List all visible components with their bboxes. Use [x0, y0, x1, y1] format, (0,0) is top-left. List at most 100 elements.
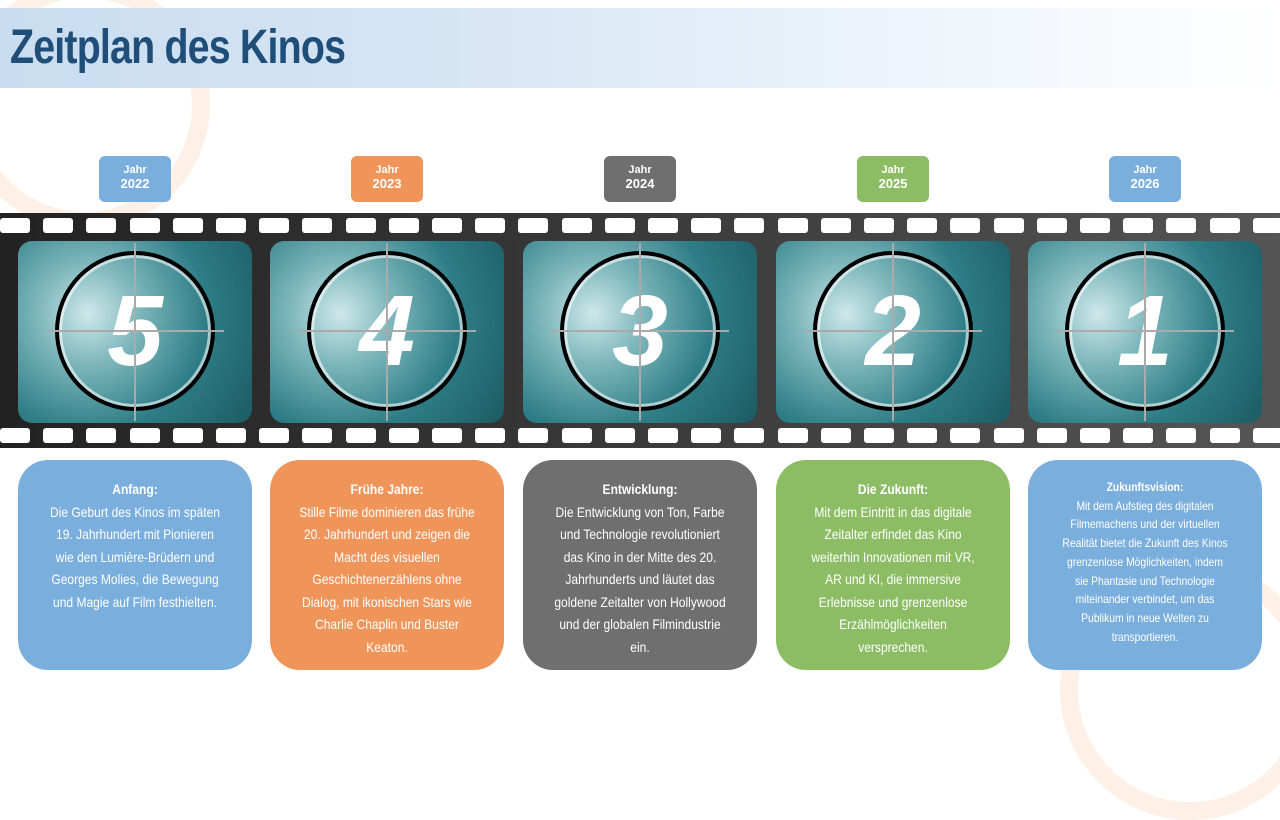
card-text-line: Die Geburt des Kinos im späten: [50, 503, 220, 520]
card-text-line: goldene Zeitalter von Hollywood: [554, 593, 726, 610]
sprocket-hole: [216, 428, 246, 443]
card-text-line: das Kino in der Mitte des 20.: [563, 548, 717, 565]
card-text-line: 19. Jahrhundert mit Pionieren: [56, 526, 214, 542]
sprocket-hole: [129, 218, 160, 233]
sprocket-hole: [388, 218, 419, 233]
sprocket-hole: [1252, 218, 1280, 233]
sprocket-hole: [259, 428, 290, 443]
year-value: 2023: [372, 176, 402, 191]
sprocket-hole: [345, 218, 376, 233]
sprocket-hole: [734, 428, 765, 443]
year-label: Jahr: [1133, 164, 1157, 176]
sprocket-hole: [86, 218, 117, 233]
card-text-line: Die Entwicklung von Ton, Farbe: [555, 503, 725, 520]
sprocket-hole: [216, 218, 246, 233]
title-banner: [0, 8, 1280, 88]
card-text-line: und Technologie revolutioniert: [560, 526, 720, 542]
card-text-line: ein.: [630, 638, 650, 655]
timeline-card: Entwicklung: Die Entwicklung von Ton, Far…: [523, 460, 757, 670]
sprocket-hole: [388, 428, 419, 443]
card-text-line: und Magie auf Film festhielten.: [53, 593, 217, 610]
sprocket-hole: [950, 428, 981, 443]
timeline-card: Die Zukunft:Mit dem Eintritt in das digi…: [776, 460, 1010, 670]
card-text-line: Jahrhunderts und läutet das: [565, 571, 715, 587]
sprocket-hole: [432, 428, 462, 443]
year-label: Jahr: [881, 164, 905, 176]
sprocket-hole: [864, 218, 894, 233]
card-text-line: Charlie Chaplin und Buster: [315, 616, 459, 632]
sprocket-hole: [907, 218, 938, 233]
countdown-frame: 3: [523, 241, 757, 423]
card-text-line: Erzählmöglichkeiten: [839, 616, 947, 632]
sprocket-hole: [648, 218, 678, 233]
sprocket-hole: [129, 428, 160, 443]
sprocket-hole: [777, 218, 808, 233]
sprocket-hole: [561, 428, 592, 443]
sprocket-hole: [648, 428, 678, 443]
sprocket-hole: [1166, 428, 1197, 443]
sprocket-hole: [993, 428, 1024, 443]
sprocket-hole: [1209, 218, 1240, 233]
card-text-line: Mit dem Eintritt in das digitale: [814, 503, 972, 520]
sprocket-hole: [1036, 428, 1067, 443]
year-value: 2025: [878, 176, 908, 191]
sprocket-hole: [518, 218, 549, 233]
sprocket-hole: [43, 218, 74, 233]
sprocket-hole: [345, 428, 376, 443]
sprocket-hole: [1080, 218, 1110, 233]
card-text-line: sie Phantasie und Technologie: [1075, 573, 1215, 588]
sprocket-hole: [475, 428, 506, 443]
sprocket-hole: [820, 428, 851, 443]
page-title: Zeitplan des Kinos: [10, 21, 346, 74]
year-value: 2022: [120, 176, 150, 191]
sprocket-hole: [1123, 218, 1154, 233]
sprocket-hole: [302, 428, 333, 443]
sprocket-hole: [777, 428, 808, 443]
sprocket-hole: [1123, 428, 1154, 443]
sprocket-hole: [734, 218, 765, 233]
countdown-frame: 1: [1028, 241, 1262, 423]
year-label: Jahr: [123, 164, 147, 176]
crosshair-line: [1144, 243, 1146, 421]
sprocket-hole: [691, 218, 722, 233]
sprocket-hole: [993, 218, 1024, 233]
card-text-line: Filmemachens und der virtuellen: [1070, 517, 1220, 532]
card-text-line: miteinander verbindet, um das: [1075, 592, 1215, 607]
sprocket-hole: [820, 218, 851, 233]
year-value: 2024: [625, 176, 655, 191]
card-heading: Anfang:: [112, 481, 158, 497]
card-text-line: Erlebnisse und grenzenlose: [818, 593, 968, 610]
sprocket-hole: [1080, 428, 1110, 443]
card-text-line: Keaton.: [366, 638, 408, 655]
card-text-line: Realität bietet die Zukunft des Kinos: [1062, 536, 1228, 551]
sprocket-hole: [0, 218, 30, 233]
card-text-line: Dialog, mit ikonischen Stars wie: [302, 593, 472, 610]
sprocket-hole: [864, 428, 894, 443]
sprocket-hole: [1252, 428, 1280, 443]
card-text-line: transportieren.: [1111, 629, 1179, 644]
sprocket-hole: [907, 428, 938, 443]
sprocket-hole: [86, 428, 117, 443]
card-text-line: wie den Lumière-Brüdern und: [55, 548, 215, 565]
sprocket-hole: [0, 428, 30, 443]
card-text-line: versprechen.: [858, 638, 928, 655]
timeline-card: Anfang: Die Geburt des Kinos im späten 19.…: [18, 460, 252, 670]
sprocket-hole: [1036, 218, 1067, 233]
sprocket-hole: [475, 218, 506, 233]
card-text-line: Macht des visuellen: [334, 548, 440, 565]
sprocket-hole: [172, 428, 203, 443]
card-text-line: 20. Jahrhundert und zeigen die: [303, 526, 471, 542]
card-heading: Zukunftsvision:: [1106, 480, 1184, 494]
card-heading: Entwicklung:: [602, 481, 678, 497]
card-heading: Frühe Jahre:: [350, 481, 424, 497]
film-strip: 54321: [0, 213, 1280, 448]
card-text-line: weiterhin Innovationen mit VR,: [811, 548, 975, 565]
card-text-line: grenzenlose Möglichkeiten, indem: [1066, 554, 1224, 569]
crosshair-line: [134, 243, 136, 421]
card-text-line: Publikum in neue Welten zu: [1081, 610, 1209, 625]
card-text-line: Stille Filme dominieren das frühe: [299, 503, 475, 520]
sprocket-hole: [691, 428, 722, 443]
